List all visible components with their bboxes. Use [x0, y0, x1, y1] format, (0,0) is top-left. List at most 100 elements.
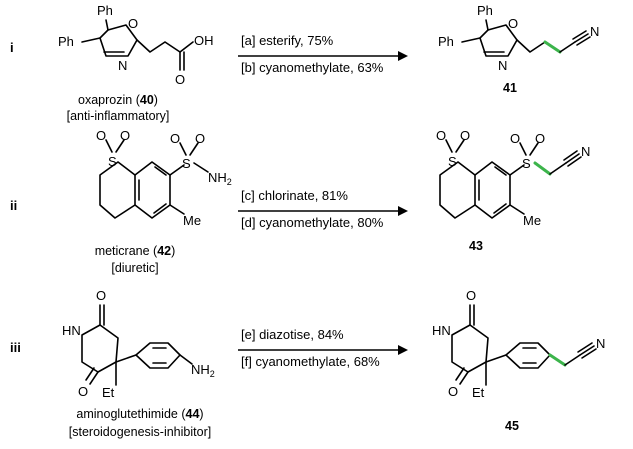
- atom-et: Et: [472, 385, 485, 400]
- bond-to-sulfone: [509, 164, 525, 176]
- atom-o: O: [448, 384, 458, 399]
- atom-et: Et: [102, 385, 115, 400]
- structure-meticrane: O O S O O S NH2 Me: [96, 128, 232, 228]
- aryl-bond: [115, 354, 137, 363]
- structure-45: O HN O Et N: [432, 288, 605, 400]
- atom-oh: OH: [194, 33, 214, 48]
- new-bond-highlight: [543, 40, 562, 54]
- aromatic-bond: [153, 203, 167, 214]
- atom-o: O: [466, 288, 476, 303]
- structure-aminoglutethimide: O HN O Et NH2: [62, 288, 215, 400]
- atom-o: O: [508, 16, 518, 31]
- compound-label-45: 45: [505, 419, 519, 433]
- benzene-ring: [134, 161, 171, 219]
- atom-ph: Ph: [97, 3, 113, 18]
- atom-ph: Ph: [438, 34, 454, 49]
- atom-o: O: [96, 128, 106, 143]
- piperidinedione-ring: [451, 324, 489, 373]
- atom-n: N: [581, 144, 590, 159]
- arrow-head: [398, 51, 408, 61]
- nitrile-triple-2: [567, 156, 582, 167]
- carbonyl-bond-2: [85, 367, 95, 381]
- structure-41: Ph Ph O N N: [438, 3, 599, 73]
- aromatic-bond: [493, 203, 507, 214]
- row-iii: iii O HN O Et NH2 aminoglutethimide (44)…: [10, 288, 605, 439]
- nitrile-triple-2: [581, 348, 597, 359]
- row-label-ii: ii: [10, 198, 17, 213]
- compound-label-44: aminoglutethimide (44): [76, 407, 203, 421]
- thiochroman-ring: [99, 161, 136, 219]
- so2-bond: [519, 142, 527, 156]
- new-bond-highlight: [548, 353, 567, 367]
- thiochroman-ring: [439, 161, 476, 219]
- condition-f: [f] cyanomethylate, 68%: [241, 354, 380, 369]
- nitrile-triple-2: [576, 36, 591, 46]
- arrow-head: [398, 345, 408, 355]
- atom-hn: HN: [62, 323, 81, 338]
- atom-s: S: [448, 154, 457, 169]
- atom-nh2: NH2: [208, 170, 232, 187]
- row-label-i: i: [10, 40, 14, 55]
- so2-bond: [189, 142, 199, 156]
- atom-o: O: [170, 131, 180, 146]
- carbonyl-bond: [89, 371, 99, 385]
- condition-b: [b] cyanomethylate, 63%: [241, 60, 384, 75]
- bond-ph-left: [81, 37, 101, 43]
- atom-o: O: [460, 128, 470, 143]
- hydroxyl-bond: [179, 41, 194, 53]
- atom-n: N: [118, 58, 127, 73]
- atom-s: S: [182, 156, 191, 171]
- nitrile-triple-1: [574, 33, 589, 43]
- carbonyl-bond-2: [455, 367, 465, 381]
- new-bond-highlight: [533, 161, 552, 176]
- nitrile-triple-1: [579, 345, 595, 356]
- propanoic-chain: [136, 39, 181, 53]
- atom-o: O: [175, 72, 185, 87]
- structure-43: O O S O O S N Me: [436, 128, 590, 228]
- atom-o: O: [436, 128, 446, 143]
- bond-to-sulfonamide: [169, 164, 185, 176]
- compound-label-40: oxaprozin (40): [78, 93, 158, 107]
- atom-ph: Ph: [58, 34, 74, 49]
- carbonyl-bond: [459, 371, 469, 385]
- nitrile-triple-3: [577, 342, 593, 353]
- atom-o: O: [96, 288, 106, 303]
- atom-ph: Ph: [477, 3, 493, 18]
- alkyl-chain: [516, 39, 546, 53]
- atom-o: O: [120, 128, 130, 143]
- benzene-ring: [135, 342, 181, 369]
- piperidinedione-ring: [81, 324, 119, 373]
- aryl-bond: [485, 354, 507, 363]
- atom-nh2: NH2: [191, 362, 215, 379]
- atom-o: O: [128, 16, 138, 31]
- atom-me: Me: [523, 213, 541, 228]
- benzene-ring: [505, 342, 551, 369]
- so2-bond: [115, 139, 125, 153]
- bond-to-methyl: [509, 204, 525, 215]
- condition-e: [e] diazotise, 84%: [241, 327, 344, 342]
- benzene-ring: [474, 161, 511, 219]
- ch2-cn-bond: [559, 41, 576, 53]
- compound-label-42: meticrane (42): [95, 244, 176, 258]
- atom-n: N: [498, 58, 507, 73]
- amine-bond: [179, 354, 193, 365]
- bond-ph-upper: [105, 19, 109, 31]
- atom-o: O: [195, 131, 205, 146]
- condition-d: [d] cyanomethylate, 80%: [241, 215, 384, 230]
- atom-o: O: [78, 384, 88, 399]
- row-label-iii: iii: [10, 340, 21, 355]
- compound-class-40: [anti-inflammatory]: [67, 109, 170, 123]
- nitrile-triple-1: [565, 153, 580, 164]
- atom-hn: HN: [432, 323, 451, 338]
- so2-bond: [105, 139, 113, 153]
- atom-o: O: [510, 131, 520, 146]
- atom-s: S: [108, 154, 117, 169]
- aromatic-bond: [494, 166, 507, 176]
- atom-me: Me: [183, 213, 201, 228]
- s-n-bond: [193, 162, 209, 173]
- nitrile-triple-3: [572, 30, 587, 40]
- atom-o: O: [535, 131, 545, 146]
- compound-class-42: [diuretic]: [111, 261, 158, 275]
- bond-ph-left: [461, 37, 481, 43]
- so2-bond: [179, 142, 187, 156]
